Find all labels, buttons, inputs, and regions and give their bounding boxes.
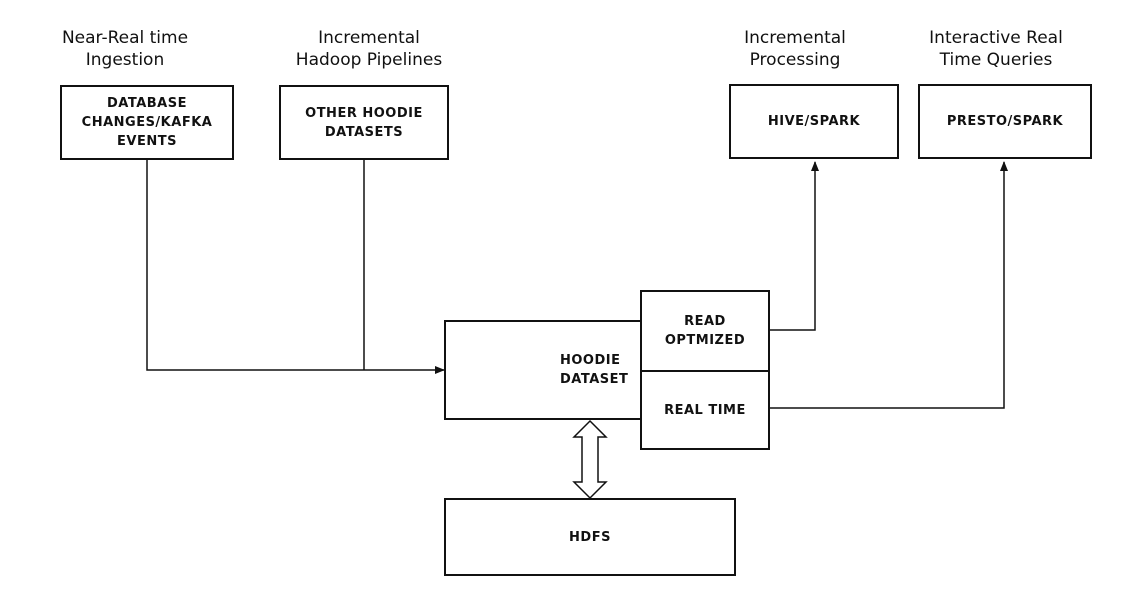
queries-caption: Interactive Real Time Queries	[929, 28, 1063, 70]
presto-spark-label: PRESTO/SPARK	[946, 114, 1064, 129]
read-optimized-to-hive-connector	[770, 161, 819, 331]
presto-spark-box: PRESTO/SPARK	[918, 84, 1092, 159]
pipelines-caption: Incremental Hadoop Pipelines	[295, 28, 443, 70]
hdfs-label: HDFS	[569, 529, 611, 545]
other-datasets-box: OTHER HOODIE DATASETS	[279, 85, 449, 160]
hoodie-dataset-box: HOODIE DATASET	[444, 320, 642, 420]
hive-spark-label: HIVE/SPARK	[767, 114, 861, 129]
real-time-label: REAL TIME	[664, 402, 746, 418]
hdfs-box: HDFS	[444, 498, 736, 576]
other-datasets-label: OTHER HOODIE DATASETS	[305, 105, 423, 140]
hoodie-dataset-label: HOODIE DATASET	[560, 353, 629, 387]
read-optimized-label: READ OPTMIZED	[664, 314, 746, 348]
real-time-to-presto-connector	[770, 161, 1008, 409]
processing-caption: Incremental Processing	[744, 28, 846, 70]
hive-spark-box: HIVE/SPARK	[729, 84, 899, 159]
real-time-box: REAL TIME	[640, 370, 770, 450]
read-optimized-box: READ OPTMIZED	[640, 290, 770, 372]
hdfs-double-arrow-icon	[572, 419, 608, 500]
ingestion-caption: Near-Real time Ingestion	[61, 28, 189, 70]
database-changes-box: DATABASE CHANGES/KAFKA EVENTS	[60, 85, 234, 160]
ingestion-to-dataset-connector	[146, 160, 445, 374]
database-changes-label: DATABASE CHANGES/KAFKA EVENTS	[81, 96, 213, 149]
